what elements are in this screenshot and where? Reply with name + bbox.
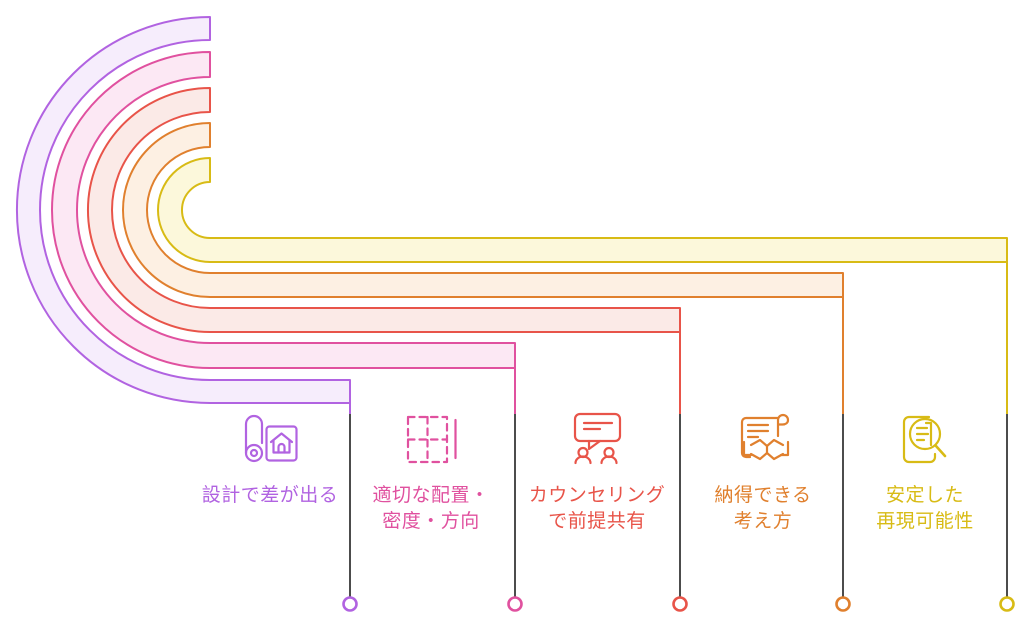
endpoint-circle-5 [999,596,1015,612]
item-label-4: 納得できる 考え方 [671,483,855,535]
connector-stubs [349,262,1008,414]
counseling-chat-icon [569,410,625,466]
item-label-3-line-1: カウンセリング [528,485,666,506]
item-label-5-line-2: 再現可能性 [876,511,974,532]
item-label-2: 適切な配置・ 密度・方向 [339,483,523,535]
ribbon-stream-4 [122,122,844,298]
item-label-3: カウンセリング で前提共有 [505,483,689,535]
item-label-1-line-1: 設計で差が出る [201,485,339,506]
document-handshake-icon [736,410,792,466]
item-label-4-line-2: 考え方 [733,511,793,532]
ribbon-stream-3 [87,87,681,333]
blueprint-house-icon [242,410,298,466]
document-search-icon [897,410,953,466]
endpoint-circle-2 [507,596,523,612]
item-label-3-line-2: で前提共有 [548,511,646,532]
item-label-2-line-1: 適切な配置・ [372,485,490,506]
ribbon-stream-2 [51,51,516,369]
connector-lines [349,414,1008,597]
endpoint-circles [342,596,1015,612]
item-label-5: 安定した 再現可能性 [833,483,1017,535]
ribbon-stream-5 [157,157,1008,263]
endpoint-circle-4 [835,596,851,612]
endpoint-circle-3 [672,596,688,612]
item-label-2-line-2: 密度・方向 [382,511,480,532]
item-label-4-line-1: 納得できる [714,485,812,506]
endpoint-circle-1 [342,596,358,612]
layout-grid-icon [402,410,458,466]
ribbon-stream-1 [16,16,351,404]
item-label-1: 設計で差が出る [178,483,362,509]
item-label-5-line-1: 安定した [885,485,964,506]
